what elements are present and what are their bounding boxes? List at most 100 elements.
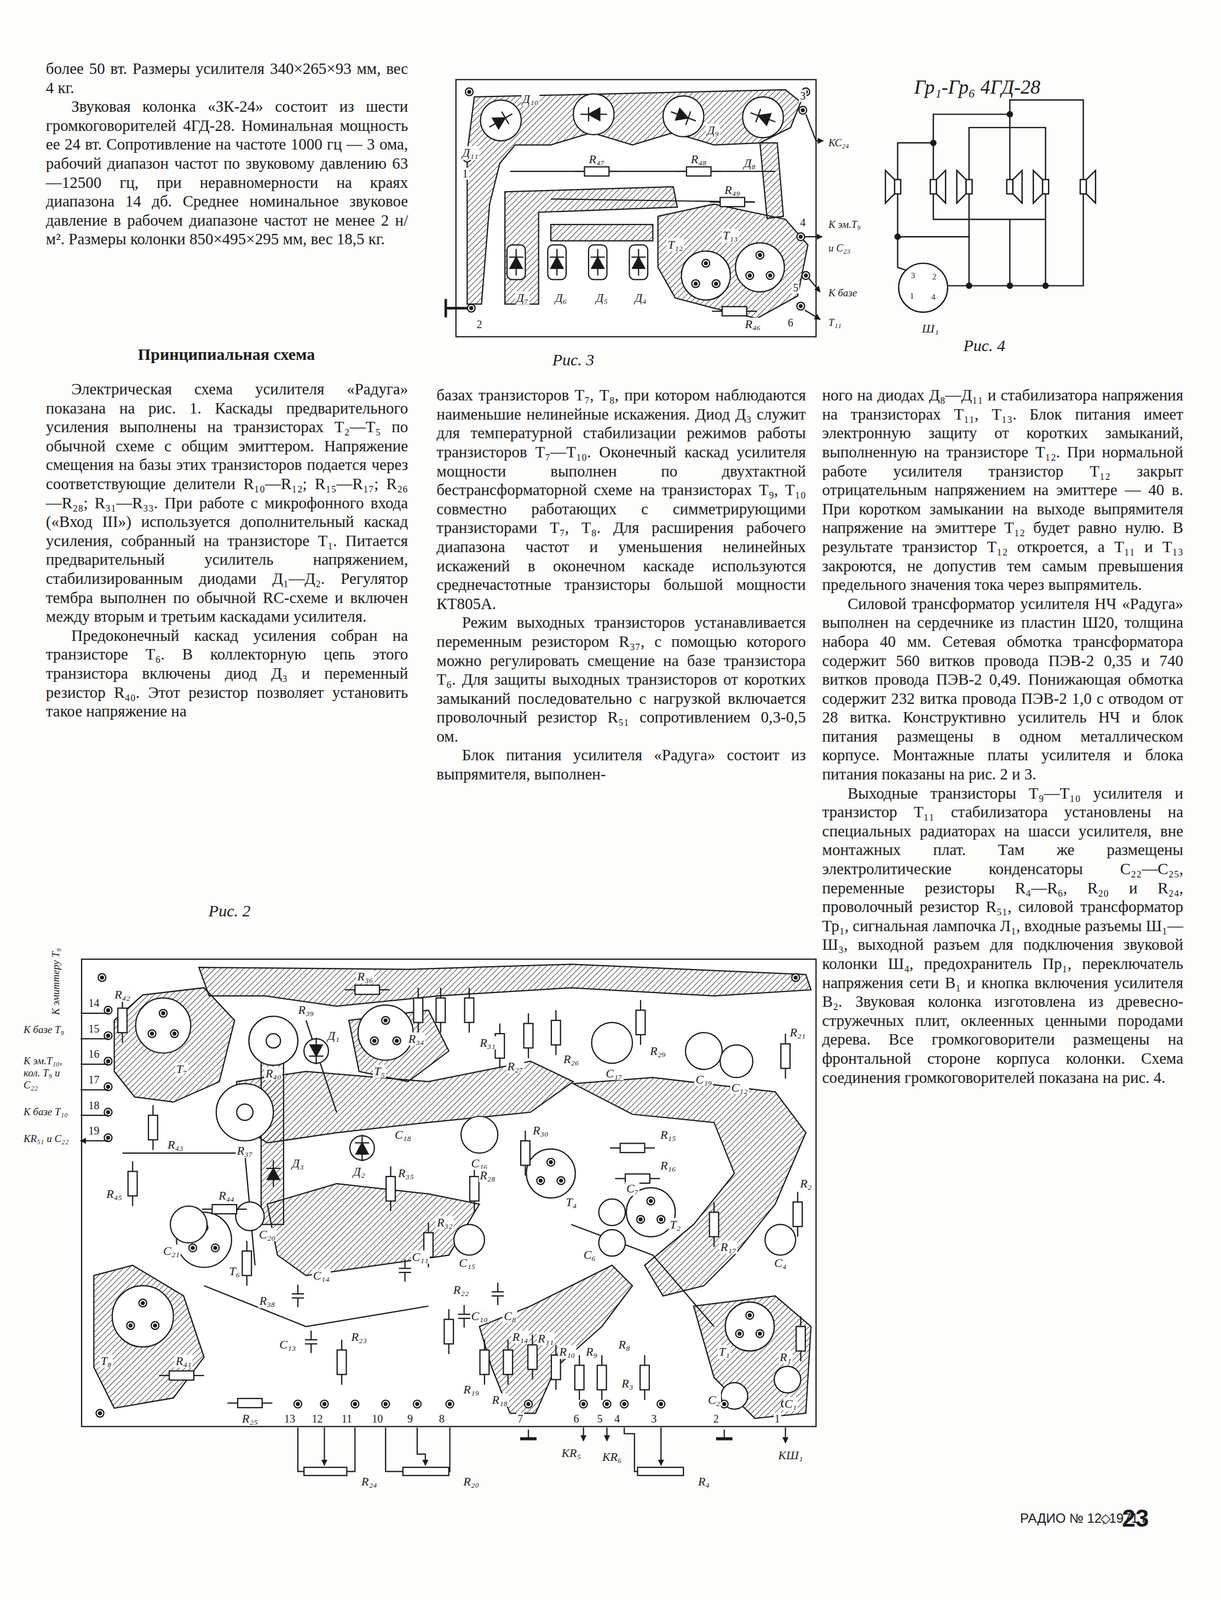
pin-number: 13 [283, 1412, 297, 1425]
pin-number: 8 [438, 1412, 446, 1425]
part-label: С₄ [773, 1256, 788, 1270]
body-text: ного на диодах Д₈—Д₁₁ и стабилизатора на… [822, 385, 1184, 595]
part-label: R₄₇ [587, 152, 606, 166]
signal-label: К эм.Т₁₀, кол. Т₉ и С₂₂ [22, 1054, 78, 1091]
part-label: R₄₀ [264, 1066, 283, 1080]
signal-label: К базе [827, 286, 858, 299]
part-label: С₁ [783, 1396, 798, 1410]
pin-number: 10 [370, 1412, 384, 1425]
part-label: R₄₃ [166, 1137, 185, 1151]
part-label: R₈ [617, 1337, 632, 1351]
body-text: Блок питания усилителя «Радуга» состоит … [436, 745, 806, 783]
part-label: С₁₉ [694, 1072, 713, 1086]
signal-label: К базе Т₁₀ [22, 1105, 78, 1118]
part-label: Д₄ [633, 291, 648, 305]
part-label: R₄₂ [113, 987, 132, 1001]
page-footer: ◇ [1100, 1510, 1111, 1525]
part-label: КR₅ [560, 1446, 583, 1460]
pin-number: 4 [613, 1412, 621, 1425]
part-label: Д₁₀ [521, 92, 540, 106]
part-label: Д₃ [290, 1156, 305, 1170]
part-label: С₁₃ [278, 1337, 297, 1351]
part-label: R₁₈ [490, 1392, 509, 1407]
part-label: R₃₂ [435, 1215, 454, 1229]
figure-caption: Рис. 3 [552, 349, 595, 368]
part-label: R₁₇ [719, 1239, 738, 1253]
pin-number: 15 [87, 1022, 101, 1035]
part-label: Д₈ [742, 156, 757, 170]
part-label: Т₄ [564, 1195, 578, 1209]
pin-number: 4 [930, 292, 937, 302]
figure-caption: Рис. 2 [208, 900, 251, 919]
part-label: R₃₄ [407, 1031, 426, 1045]
part-label: С₁₄ [312, 1268, 331, 1282]
part-label: С₂₁ [162, 1243, 181, 1258]
pin-number: 4 [798, 216, 807, 229]
part-label: Д₂ [352, 1164, 367, 1178]
part-label: Ш₁ [920, 321, 941, 336]
part-label: R₂₃ [349, 1329, 368, 1343]
text-column: базах транзисторов Т₇, Т₈, при котором н… [436, 385, 806, 783]
pin-number: 5 [791, 281, 800, 294]
body-text: Выходные транзисторы Т₉—Т₁₀ усилителя и … [822, 783, 1184, 1087]
part-label: R₃ [620, 1376, 635, 1390]
body-text: более 50 вт. Размеры усилителя 340×265×9… [45, 59, 408, 97]
pin-number: 17 [87, 1073, 101, 1086]
part-label: С₂ [706, 1392, 722, 1407]
part-label: R₃₁ [478, 1035, 497, 1050]
pin-number: 6 [572, 1412, 581, 1425]
part-label: R₄₉ [723, 182, 742, 197]
part-label: R₄₁ [174, 1354, 193, 1368]
pin-number: 19 [87, 1124, 101, 1137]
part-label: Д₆ [554, 291, 569, 305]
pin-number: 1 [461, 167, 470, 180]
part-label: Т₁₂ [666, 238, 685, 252]
pin-number: 3 [910, 271, 917, 281]
part-label: КШ₁ [776, 1448, 804, 1462]
part-label: R₄ [697, 1474, 711, 1488]
part-label: С₁₅ [457, 1256, 477, 1270]
part-label: R₂₄ [360, 1474, 379, 1488]
pin-number: 2 [712, 1412, 721, 1425]
part-label: Т₆ [228, 1264, 242, 1278]
section-heading: Принципиальная схема [137, 344, 315, 364]
part-label: R₂₁ [788, 1025, 807, 1039]
pin-number: 3 [798, 89, 807, 102]
body-text: Силовой трансформатор усилителя НЧ «Раду… [822, 594, 1184, 784]
pin-number: 14 [87, 996, 101, 1009]
pin-number: 11 [340, 1412, 354, 1425]
figure-title: Гр₁-Гр₆ 4ГД-28 [913, 76, 1042, 99]
part-label: С₁₇ [605, 1066, 624, 1080]
part-label: R₄₆ [744, 317, 763, 331]
part-label: R₁₀ [557, 1344, 577, 1358]
part-label: С₇ [625, 1181, 640, 1195]
part-label: С₁₂ [730, 1080, 750, 1094]
part-label: R₂₂ [452, 1282, 471, 1297]
signal-label: К базе Т₉ [22, 1023, 78, 1036]
pin-number: 5 [595, 1412, 604, 1425]
page-number: 23 [1121, 1504, 1149, 1531]
part-label: R₃₇ [235, 1143, 255, 1157]
part-label: Т₂ [668, 1217, 682, 1231]
part-label: R₂₇ [505, 1059, 524, 1073]
part-label: С₂₀ [257, 1227, 277, 1241]
part-label: R₂₆ [562, 1052, 581, 1066]
part-label: R₂₀ [462, 1474, 481, 1488]
part-label: С₈ [502, 1309, 517, 1323]
signal-label: КR₅₁ и С₂₂ [22, 1132, 78, 1145]
text-column: ного на диодах Д₈—Д₁₁ и стабилизатора на… [822, 385, 1184, 1087]
pin-number: 1 [773, 1412, 782, 1425]
part-label: С₆ [582, 1247, 597, 1261]
part-label: R₁₄ [511, 1329, 530, 1343]
body-text: Предоконечный каскад усиления собран на … [45, 625, 408, 721]
part-label: С₁₀ [470, 1309, 489, 1323]
part-label: С₁₁ [411, 1250, 430, 1264]
body-text: базах транзисторов Т₇, Т₈, при котором н… [436, 385, 806, 613]
part-label: С₁₆ [470, 1156, 489, 1170]
part-label: Т₁₃ [721, 228, 740, 243]
part-label: R₁₉ [462, 1382, 481, 1396]
pin-number: 2 [475, 318, 484, 331]
part-label: R₂₅ [240, 1410, 259, 1425]
pin-number: 16 [87, 1047, 101, 1060]
part-label: Т₅ [372, 1064, 387, 1078]
